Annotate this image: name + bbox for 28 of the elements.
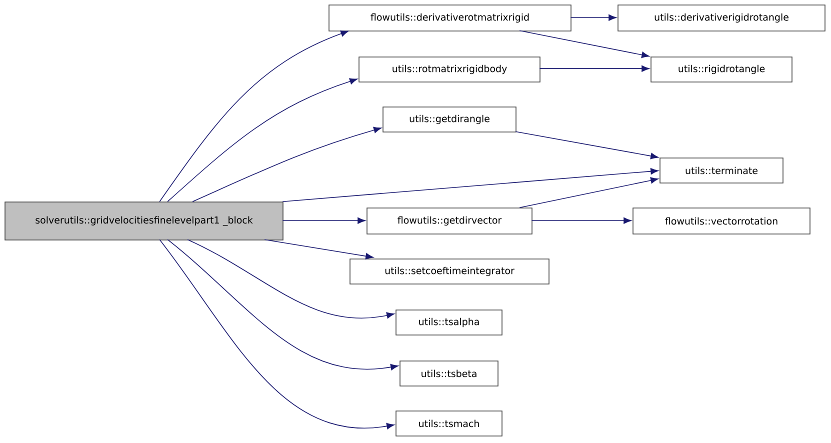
- function-box: flowutils::derivativerotmatrixrigid: [328, 4, 572, 32]
- function-box: utils::tsmach: [396, 410, 502, 436]
- arrow: [282, 168, 658, 202]
- arrow: [167, 239, 398, 370]
- function-box: utils::getdirangle: [382, 106, 516, 132]
- arrow: [187, 239, 394, 318]
- function-box-selected: solverutils::gridvelocitiesfinelevelpart1 _block: [4, 202, 284, 240]
- function-box: utils::rotmatrixrigidbody: [358, 56, 540, 82]
- function-box: utils::derivativerigidrotangle: [618, 4, 826, 32]
- arrow: [539, 65, 650, 72]
- arrow: [192, 126, 382, 202]
- arrow: [531, 217, 632, 224]
- arrow: [264, 239, 374, 260]
- arrow: [519, 30, 650, 58]
- function-box: flowutils::getdirvector: [366, 208, 532, 234]
- function-box: utils::rigidrotangle: [650, 56, 792, 82]
- arrow: [167, 78, 358, 202]
- function-box: flowutils::vectorrotation: [632, 208, 810, 234]
- function-box: utils::terminate: [660, 158, 784, 184]
- arrow: [515, 131, 658, 160]
- function-box: utils::tsbeta: [400, 360, 498, 386]
- arrow: [570, 14, 616, 21]
- arrow: [159, 30, 348, 202]
- arrow: [519, 177, 658, 208]
- function-box: utils::setcoeftimeintegrator: [350, 258, 550, 284]
- function-box: utils::tsalpha: [396, 310, 502, 336]
- arrow: [282, 217, 366, 224]
- arrow: [159, 239, 394, 430]
